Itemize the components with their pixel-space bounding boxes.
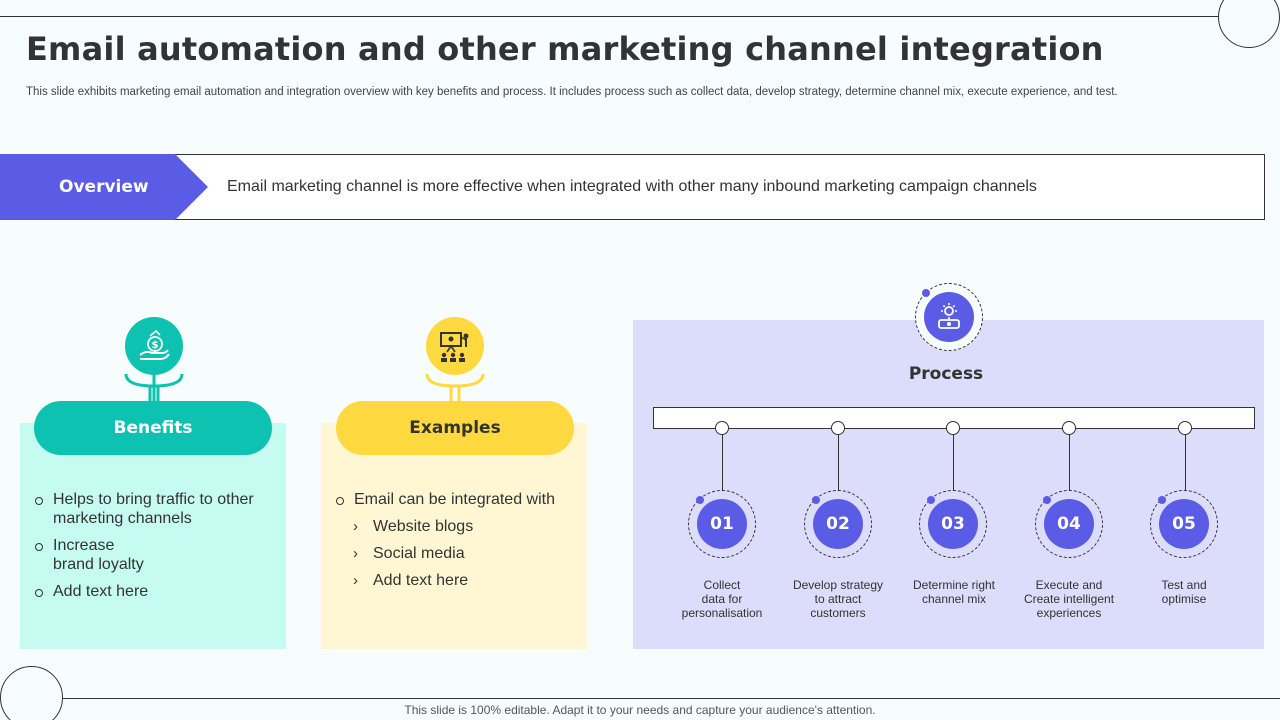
- step-accent-dot: [1043, 496, 1051, 504]
- step-node: [831, 421, 845, 435]
- list-subitem: Add text here: [373, 572, 469, 589]
- step-connector: [1069, 435, 1070, 491]
- list-item: marketing channels: [53, 510, 192, 527]
- step-ring: [804, 490, 872, 558]
- chevron-right-icon: ›: [353, 545, 358, 562]
- benefits-card: [20, 423, 286, 649]
- step-number: 02: [813, 499, 863, 549]
- decorative-circle-top: [1218, 0, 1280, 48]
- step-node: [1062, 421, 1076, 435]
- list-item: brand loyalty: [53, 556, 144, 573]
- bullet-icon: [336, 497, 344, 505]
- step-ring: [688, 490, 756, 558]
- decorative-circle-bottom: [0, 666, 63, 720]
- step-number: 01: [697, 499, 747, 549]
- bullet-icon: [35, 497, 43, 505]
- step-connector: [953, 435, 954, 491]
- list-item: Add text here: [53, 583, 149, 600]
- list-item: Email can be integrated with: [354, 491, 555, 508]
- examples-heading: Examples: [336, 401, 574, 455]
- step-accent-dot: [927, 496, 935, 504]
- gear-person-icon: [924, 292, 974, 342]
- step-accent-dot: [1158, 496, 1166, 504]
- list-item: Helps to bring traffic to other: [53, 491, 254, 508]
- step-node: [715, 421, 729, 435]
- bullet-icon: [35, 589, 43, 597]
- overview-text: Email marketing channel is more effectiv…: [227, 178, 1037, 195]
- list-subitem: Social media: [373, 545, 465, 562]
- step-connector: [838, 435, 839, 491]
- overview-tag: Overview: [0, 154, 208, 220]
- page-title: Email automation and other marketing cha…: [26, 30, 1104, 68]
- footer-note: This slide is 100% editable. Adapt it to…: [404, 703, 876, 717]
- step-number: 04: [1044, 499, 1094, 549]
- page-subtitle: This slide exhibits marketing email auto…: [26, 86, 1118, 98]
- bottom-divider: [62, 698, 1280, 699]
- process-heading: Process: [908, 364, 984, 384]
- process-accent-dot: [922, 289, 930, 297]
- benefits-heading: Benefits: [34, 401, 272, 455]
- step-ring: [1035, 490, 1103, 558]
- step-ring: [919, 490, 987, 558]
- overview-box: [0, 154, 1265, 220]
- benefits-connector: [124, 372, 184, 402]
- examples-connector: [425, 373, 485, 402]
- list-item: Increase: [53, 537, 115, 554]
- step-node: [1178, 421, 1192, 435]
- step-connector: [1185, 435, 1186, 491]
- list-subitem: Website blogs: [373, 518, 474, 535]
- step-node: [946, 421, 960, 435]
- chevron-right-icon: ›: [353, 572, 358, 589]
- money-hand-icon: $: [125, 317, 183, 375]
- top-divider: [0, 16, 1220, 17]
- step-connector: [722, 435, 723, 491]
- process-panel: [633, 320, 1264, 649]
- step-number: 05: [1159, 499, 1209, 549]
- presentation-icon: [426, 317, 484, 375]
- examples-card: [321, 423, 587, 649]
- step-accent-dot: [696, 496, 704, 504]
- step-accent-dot: [812, 496, 820, 504]
- chevron-right-icon: ›: [353, 518, 358, 535]
- step-ring: [1150, 490, 1218, 558]
- bullet-icon: [35, 543, 43, 551]
- step-number: 03: [928, 499, 978, 549]
- svg-text:$: $: [152, 340, 159, 351]
